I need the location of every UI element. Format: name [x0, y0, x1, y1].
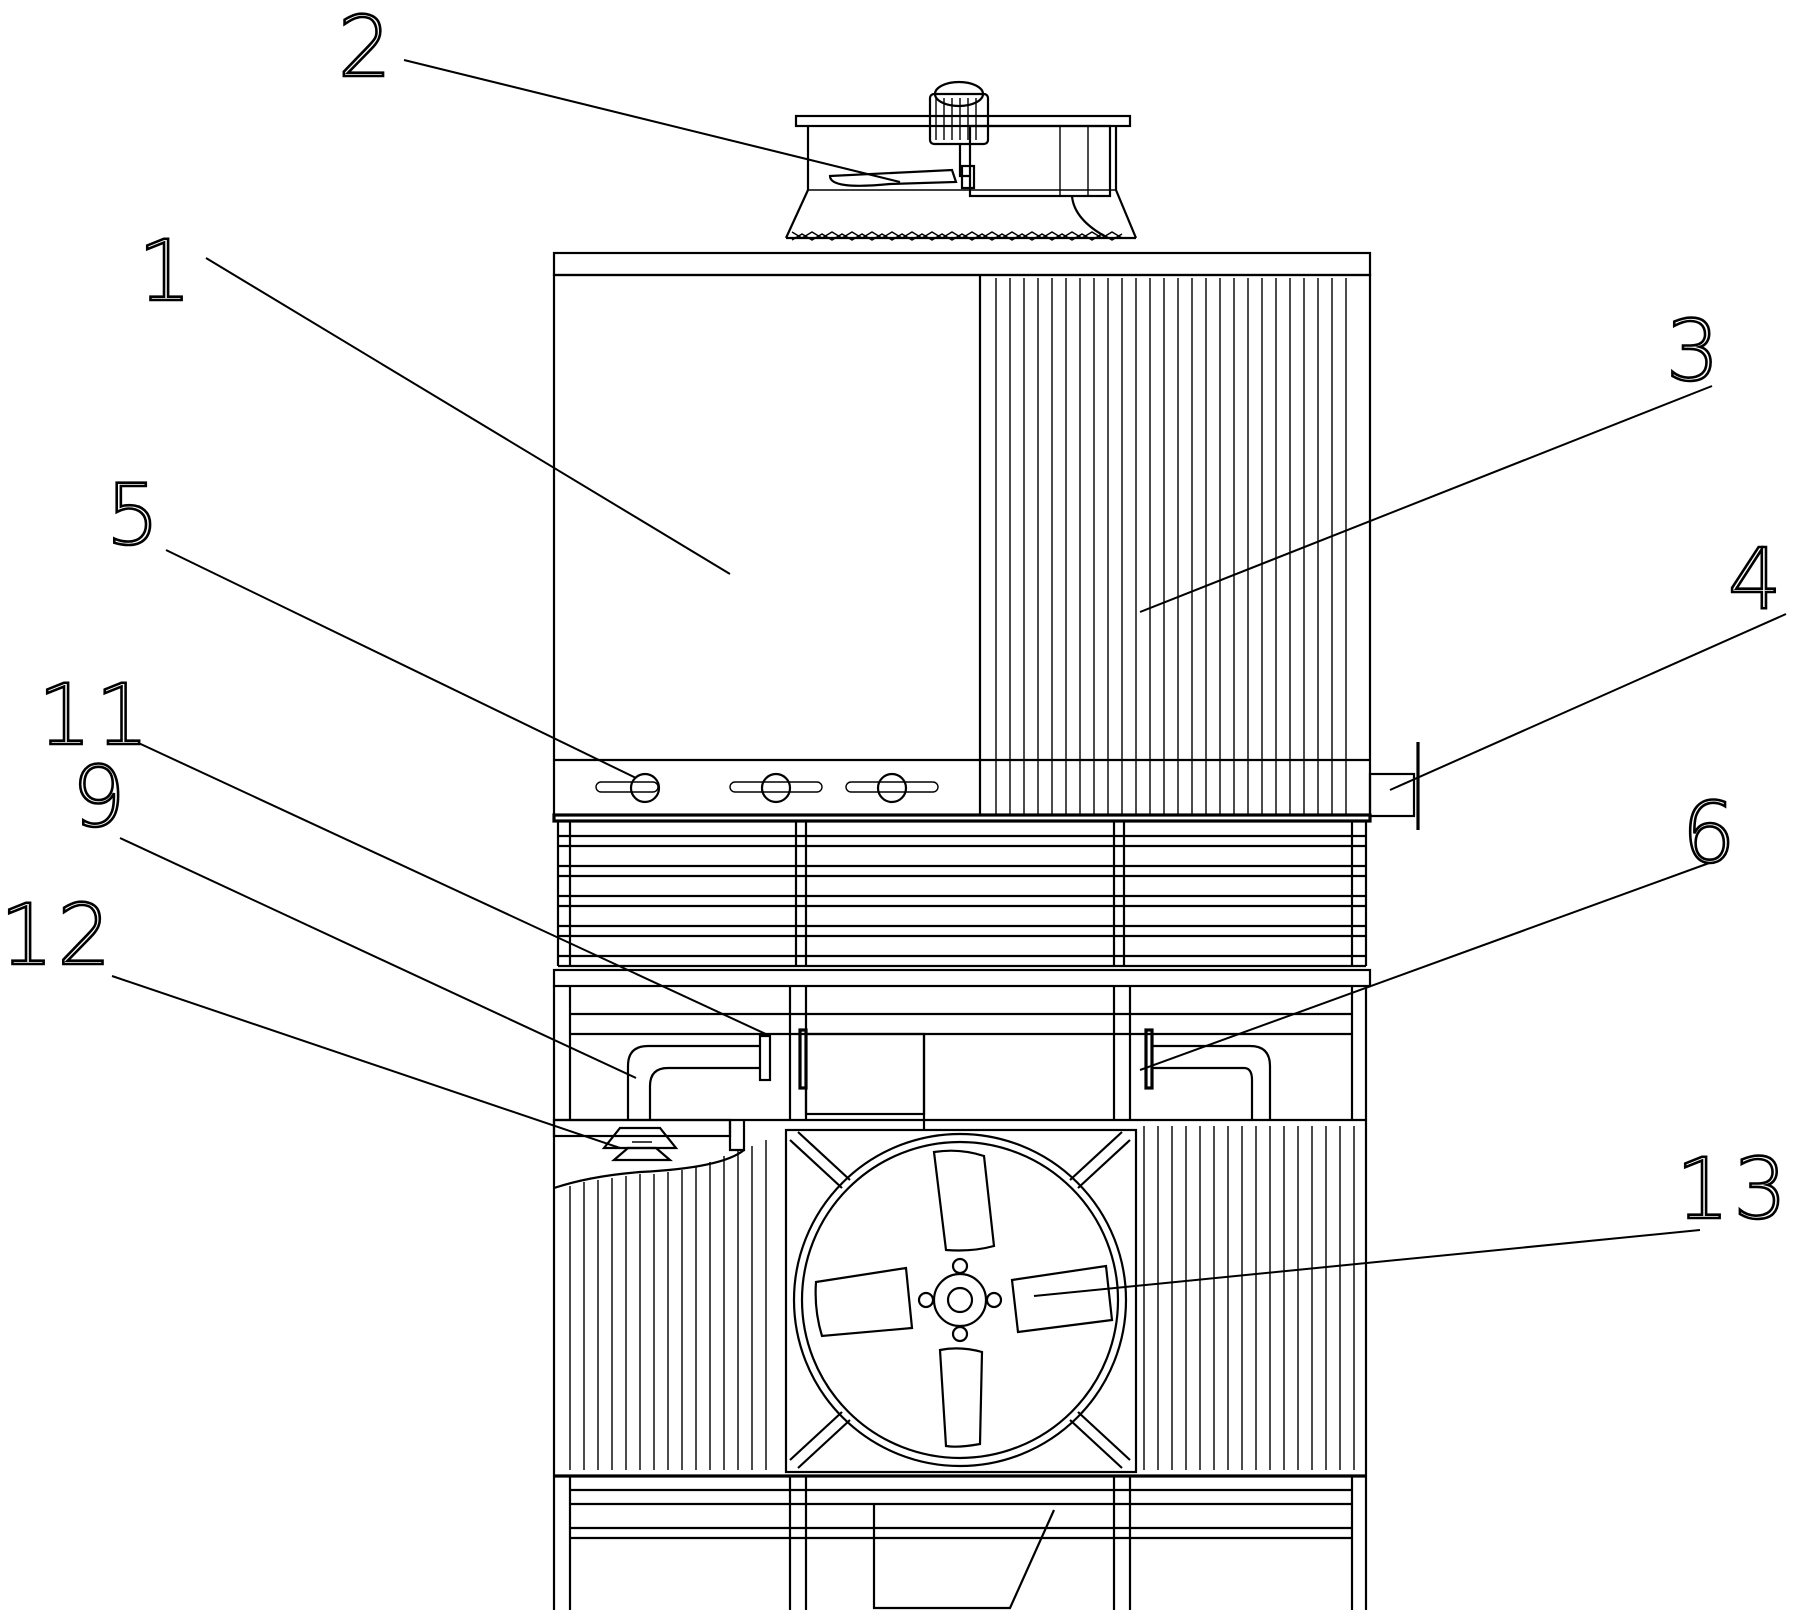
callout-11: 11 [38, 666, 153, 764]
spray-header-nozzles [595, 772, 939, 804]
top-fan-assembly [785, 80, 1138, 241]
inlet-pipe-drawing [1368, 742, 1420, 830]
base-frame [552, 1476, 1368, 1610]
fill-section-slats [995, 278, 1347, 815]
callout-2: 2 [338, 0, 395, 96]
callout-13: 13 [1676, 1140, 1791, 1238]
lower-section [552, 1118, 1368, 1478]
callout-9: 9 [72, 748, 129, 846]
louvre-rails [552, 813, 1372, 988]
callout-5: 5 [106, 466, 163, 564]
callout-3: 3 [1666, 302, 1723, 400]
callout-1: 1 [138, 222, 195, 320]
callout-12: 12 [0, 886, 115, 984]
pump-drawing [552, 1118, 746, 1190]
pipework-frame [552, 986, 1368, 1130]
callout-4: 4 [1728, 530, 1785, 628]
leader-lines [111, 59, 1787, 1297]
callout-numbers: 1 2 3 4 5 6 9 11 12 13 [0, 0, 1791, 1239]
callout-6: 6 [1682, 784, 1739, 882]
